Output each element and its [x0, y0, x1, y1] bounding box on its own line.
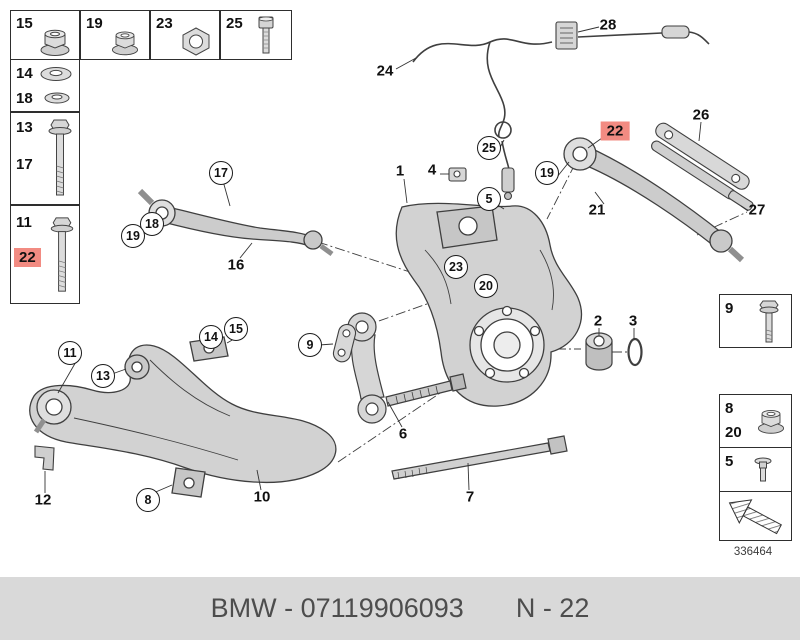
- callout-25[interactable]: 25: [477, 136, 501, 160]
- cable-clip-4: [448, 167, 467, 182]
- long-bolt-icon: [48, 119, 72, 196]
- fastener-box-19[interactable]: 19: [80, 10, 150, 60]
- flange-bolt-icon: [759, 300, 779, 343]
- fastener-box-9[interactable]: 9: [719, 294, 792, 348]
- bracket-26: [651, 122, 750, 200]
- part-label-14[interactable]: 14: [16, 65, 33, 82]
- socket-head-bolt-icon: [258, 16, 274, 54]
- snap-ring-3: [627, 337, 643, 367]
- callout-19-right[interactable]: 19: [535, 161, 559, 185]
- callout-20[interactable]: 20: [474, 274, 498, 298]
- part-label-23[interactable]: 23: [156, 15, 173, 32]
- flange-nut-icon: [757, 410, 785, 434]
- callout-23[interactable]: 23: [444, 255, 468, 279]
- diagram-number: 336464: [733, 546, 773, 558]
- callout-7[interactable]: 7: [465, 488, 475, 506]
- callout-11[interactable]: 11: [58, 341, 82, 365]
- part-label-5[interactable]: 5: [725, 453, 734, 470]
- direction-of-travel-arrow-icon: [728, 499, 782, 535]
- part-label-20[interactable]: 20: [725, 424, 742, 441]
- plug-icon: [661, 25, 690, 39]
- washer-small-icon: [44, 92, 70, 104]
- part-label-19[interactable]: 19: [86, 15, 103, 32]
- callout-5[interactable]: 5: [477, 187, 501, 211]
- camber-arm-16: [137, 188, 334, 257]
- bolt-box-13-17[interactable]: 13 17: [10, 112, 80, 205]
- callout-15[interactable]: 15: [224, 317, 248, 341]
- part-label-9[interactable]: 9: [725, 300, 734, 317]
- part-label-25[interactable]: 25: [226, 15, 243, 32]
- callout-12[interactable]: 12: [34, 491, 52, 509]
- callout-4[interactable]: 4: [427, 161, 437, 179]
- clip-12: [34, 445, 55, 471]
- wheel-carrier-knuckle: [395, 202, 583, 407]
- nut-box-8-20[interactable]: 8 20: [719, 394, 792, 448]
- guide-link-6: [347, 312, 467, 424]
- long-bolt-icon: [50, 217, 74, 292]
- washer-box[interactable]: 14 18: [10, 59, 80, 112]
- expansion-rivet-icon: [754, 457, 772, 482]
- callout-10[interactable]: 10: [253, 488, 271, 506]
- callout-13[interactable]: 13: [91, 364, 115, 388]
- callout-1[interactable]: 1: [395, 162, 405, 180]
- plug-box-5[interactable]: 5: [719, 447, 792, 492]
- abs-sensor-wire: [412, 31, 710, 170]
- callout-26[interactable]: 26: [692, 106, 710, 124]
- fastener-box-25[interactable]: 25: [220, 10, 292, 60]
- footer-bar: BMW - 07119906093 N - 22: [0, 577, 800, 640]
- part-label-18[interactable]: 18: [16, 90, 33, 107]
- upper-transverse-arm: [563, 137, 745, 263]
- callout-21[interactable]: 21: [588, 201, 606, 219]
- flange-nut-icon: [111, 31, 139, 56]
- part-label-8[interactable]: 8: [725, 400, 734, 417]
- direction-arrow-box: [719, 491, 792, 541]
- callout-2[interactable]: 2: [593, 312, 603, 330]
- hex-nut-icon: [182, 27, 210, 56]
- footer-part-number: BMW - 07119906093: [210, 593, 464, 623]
- part-label-11[interactable]: 11: [16, 214, 32, 231]
- plate-9: [332, 323, 357, 363]
- callout-19-left[interactable]: 19: [121, 224, 145, 248]
- callout-16[interactable]: 16: [227, 256, 245, 274]
- washer-large-icon: [40, 67, 72, 81]
- part-label-15[interactable]: 15: [16, 15, 33, 32]
- callout-3[interactable]: 3: [628, 312, 638, 330]
- rubber-mount-2: [585, 332, 613, 371]
- callout-6[interactable]: 6: [398, 425, 408, 443]
- part-label-17[interactable]: 17: [16, 156, 33, 173]
- callout-22-highlighted[interactable]: 22: [600, 121, 630, 141]
- part-label-13[interactable]: 13: [16, 119, 33, 136]
- part-label-22-highlighted[interactable]: 22: [14, 248, 41, 267]
- callout-27[interactable]: 27: [748, 201, 766, 219]
- connector-28: [555, 21, 578, 50]
- fastener-box-15[interactable]: 15: [10, 10, 80, 60]
- fastener-box-23[interactable]: 23: [150, 10, 220, 60]
- flange-nut-icon: [40, 29, 70, 56]
- callout-17[interactable]: 17: [209, 161, 233, 185]
- bolt-box-11-22[interactable]: 11 22: [10, 205, 80, 304]
- callout-28[interactable]: 28: [599, 16, 617, 34]
- callout-9[interactable]: 9: [298, 333, 322, 357]
- footer-ref: N - 22: [515, 593, 590, 623]
- bracket-27: [727, 190, 754, 211]
- callout-14[interactable]: 14: [199, 325, 223, 349]
- bolt-7: [391, 435, 568, 480]
- callout-24[interactable]: 24: [376, 62, 394, 80]
- abs-sensor: [501, 167, 515, 201]
- callout-8[interactable]: 8: [136, 488, 160, 512]
